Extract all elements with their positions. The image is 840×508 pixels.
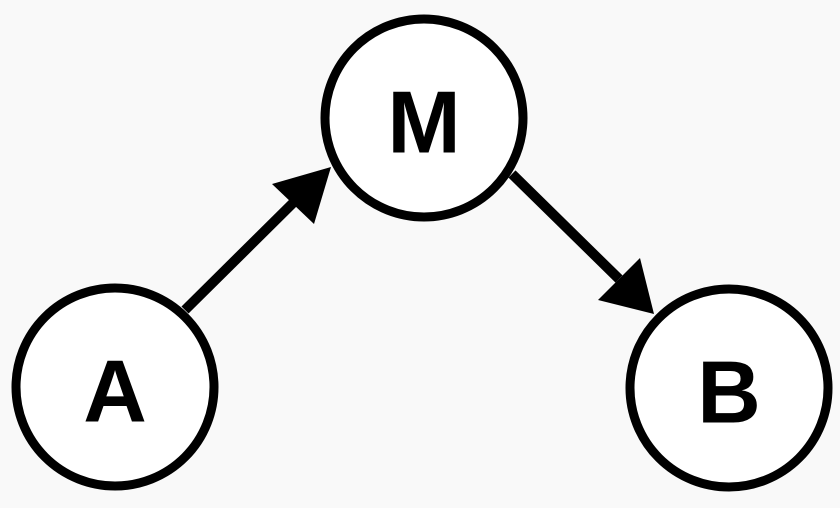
node-b-label: B [697, 343, 761, 442]
edge-m-to-b [508, 170, 654, 314]
node-b-circle [625, 284, 833, 492]
node-b: B [625, 284, 833, 492]
node-a-label: A [83, 342, 147, 441]
edge-m-to-b-line [508, 170, 623, 283]
edge-a-to-m [181, 167, 331, 314]
node-m-label: M [387, 73, 460, 172]
edge-m-to-b-arrowhead [598, 258, 654, 314]
node-a-circle [11, 283, 219, 491]
edge-a-to-m-line [181, 198, 298, 314]
node-m-circle [320, 14, 528, 222]
edge-a-to-m-arrowhead [272, 167, 331, 224]
node-a: A [11, 283, 219, 491]
node-m: M [320, 14, 528, 222]
